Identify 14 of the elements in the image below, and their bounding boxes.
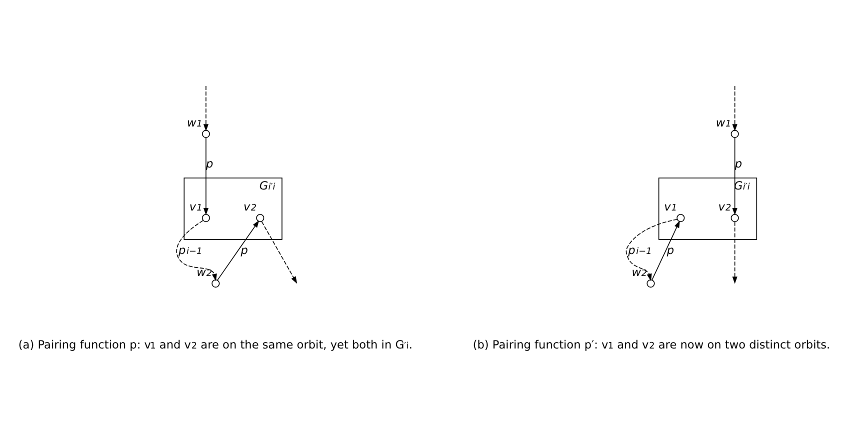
node-label: w2 — [196, 265, 212, 280]
node-label: v2 — [244, 200, 257, 214]
node-label: w2 — [632, 265, 648, 280]
edge-label: pi−1 — [628, 243, 652, 258]
node-label: v2 — [718, 200, 732, 214]
node-label: w1 — [186, 115, 202, 130]
label: (b) Pairing function p′: v1 and v2 are now on two distinct orbits. — [472, 337, 830, 352]
node-label: v1 — [664, 200, 678, 214]
edge-label: p — [734, 156, 742, 171]
edge-label: pi−1 — [178, 243, 202, 258]
node-label: v1 — [189, 200, 202, 214]
edge-label: p — [666, 243, 674, 258]
edge-label: p — [240, 243, 248, 258]
node-label: w1 — [716, 115, 732, 130]
